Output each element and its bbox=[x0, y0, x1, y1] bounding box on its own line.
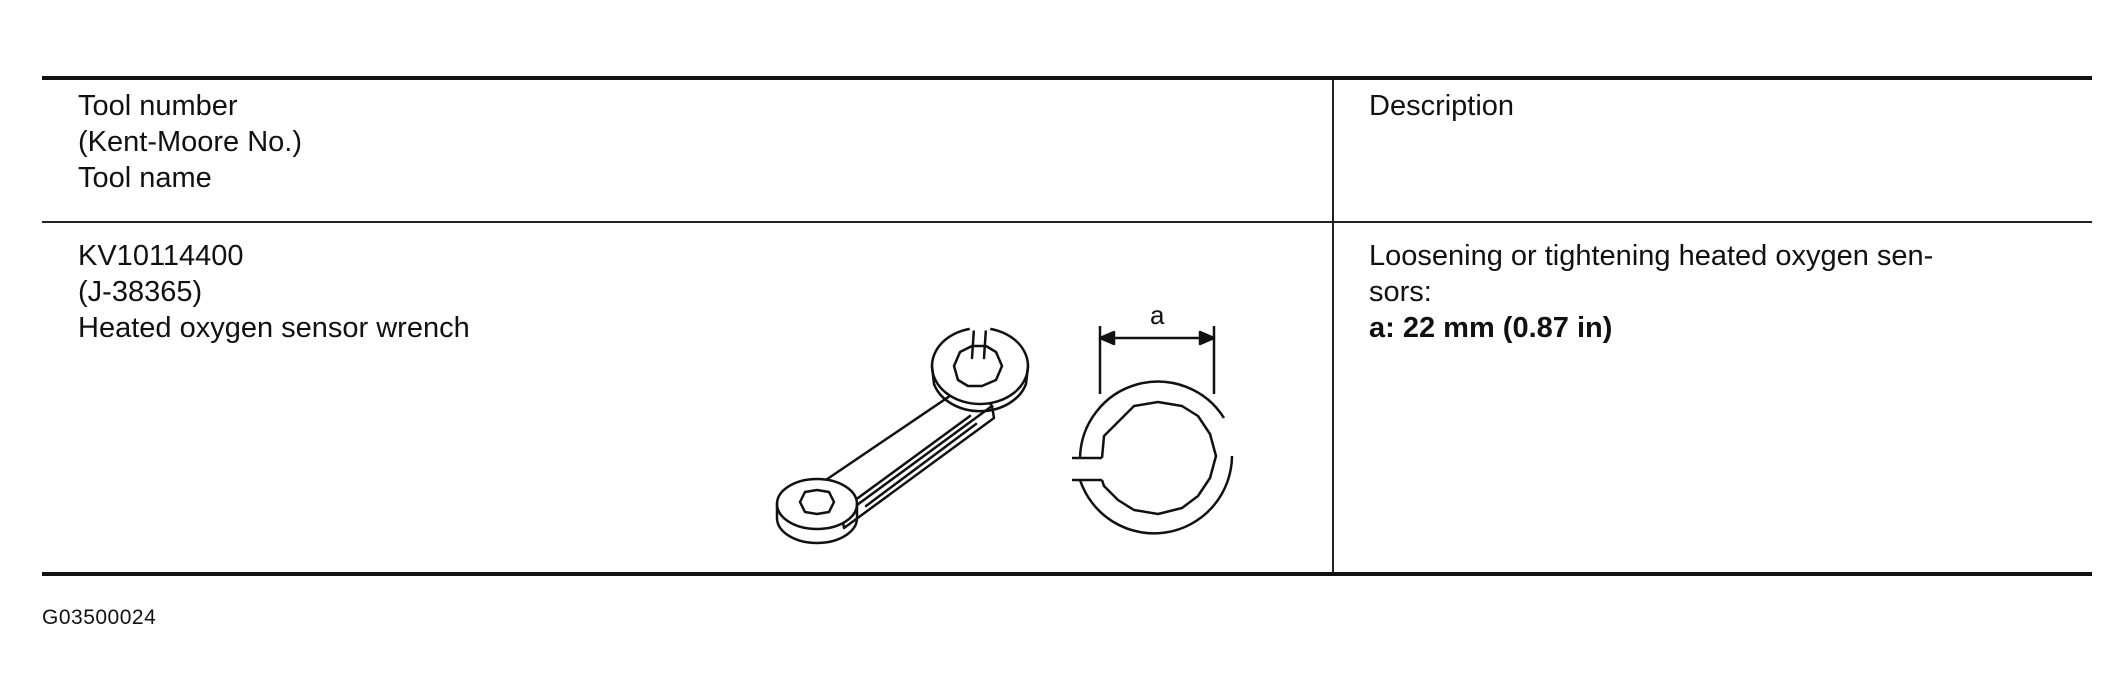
special-tool-table: Tool number (Kent-Moore No.) Tool name D… bbox=[42, 76, 2092, 576]
dimension-spec: a: 22 mm (0.87 in) bbox=[1369, 312, 1613, 344]
row-tool-cell: KV10114400 (J-38365) Heated oxygen senso… bbox=[78, 238, 470, 346]
header-tool-name: Tool name bbox=[78, 162, 212, 194]
header-tool-column: Tool number (Kent-Moore No.) Tool name bbox=[78, 88, 302, 196]
description-line-2: sors: bbox=[1369, 276, 1432, 308]
table-top-rule bbox=[42, 76, 2092, 80]
dimension-a-label: a bbox=[1150, 300, 1165, 330]
row-description-cell: Loosening or tightening heated oxygen se… bbox=[1369, 238, 1933, 346]
table-column-divider bbox=[1332, 80, 1334, 572]
kent-moore-number: (J-38365) bbox=[78, 276, 203, 308]
wrench-drawing bbox=[775, 325, 1030, 545]
figure-id: G03500024 bbox=[42, 606, 157, 629]
table-bottom-rule bbox=[42, 572, 2092, 576]
table-header-rule bbox=[42, 221, 2092, 223]
header-description: Description bbox=[1369, 90, 1515, 122]
description-line-1: Loosening or tightening heated oxygen se… bbox=[1369, 240, 1934, 272]
header-kent-moore-no: (Kent-Moore No.) bbox=[78, 126, 303, 158]
tool-number: KV10114400 bbox=[78, 240, 244, 272]
oxygen-sensor-wrench-illustration: a bbox=[775, 300, 1234, 545]
socket-profile-drawing bbox=[1072, 326, 1234, 535]
tool-name: Heated oxygen sensor wrench bbox=[78, 312, 470, 344]
header-tool-number: Tool number bbox=[78, 90, 238, 122]
